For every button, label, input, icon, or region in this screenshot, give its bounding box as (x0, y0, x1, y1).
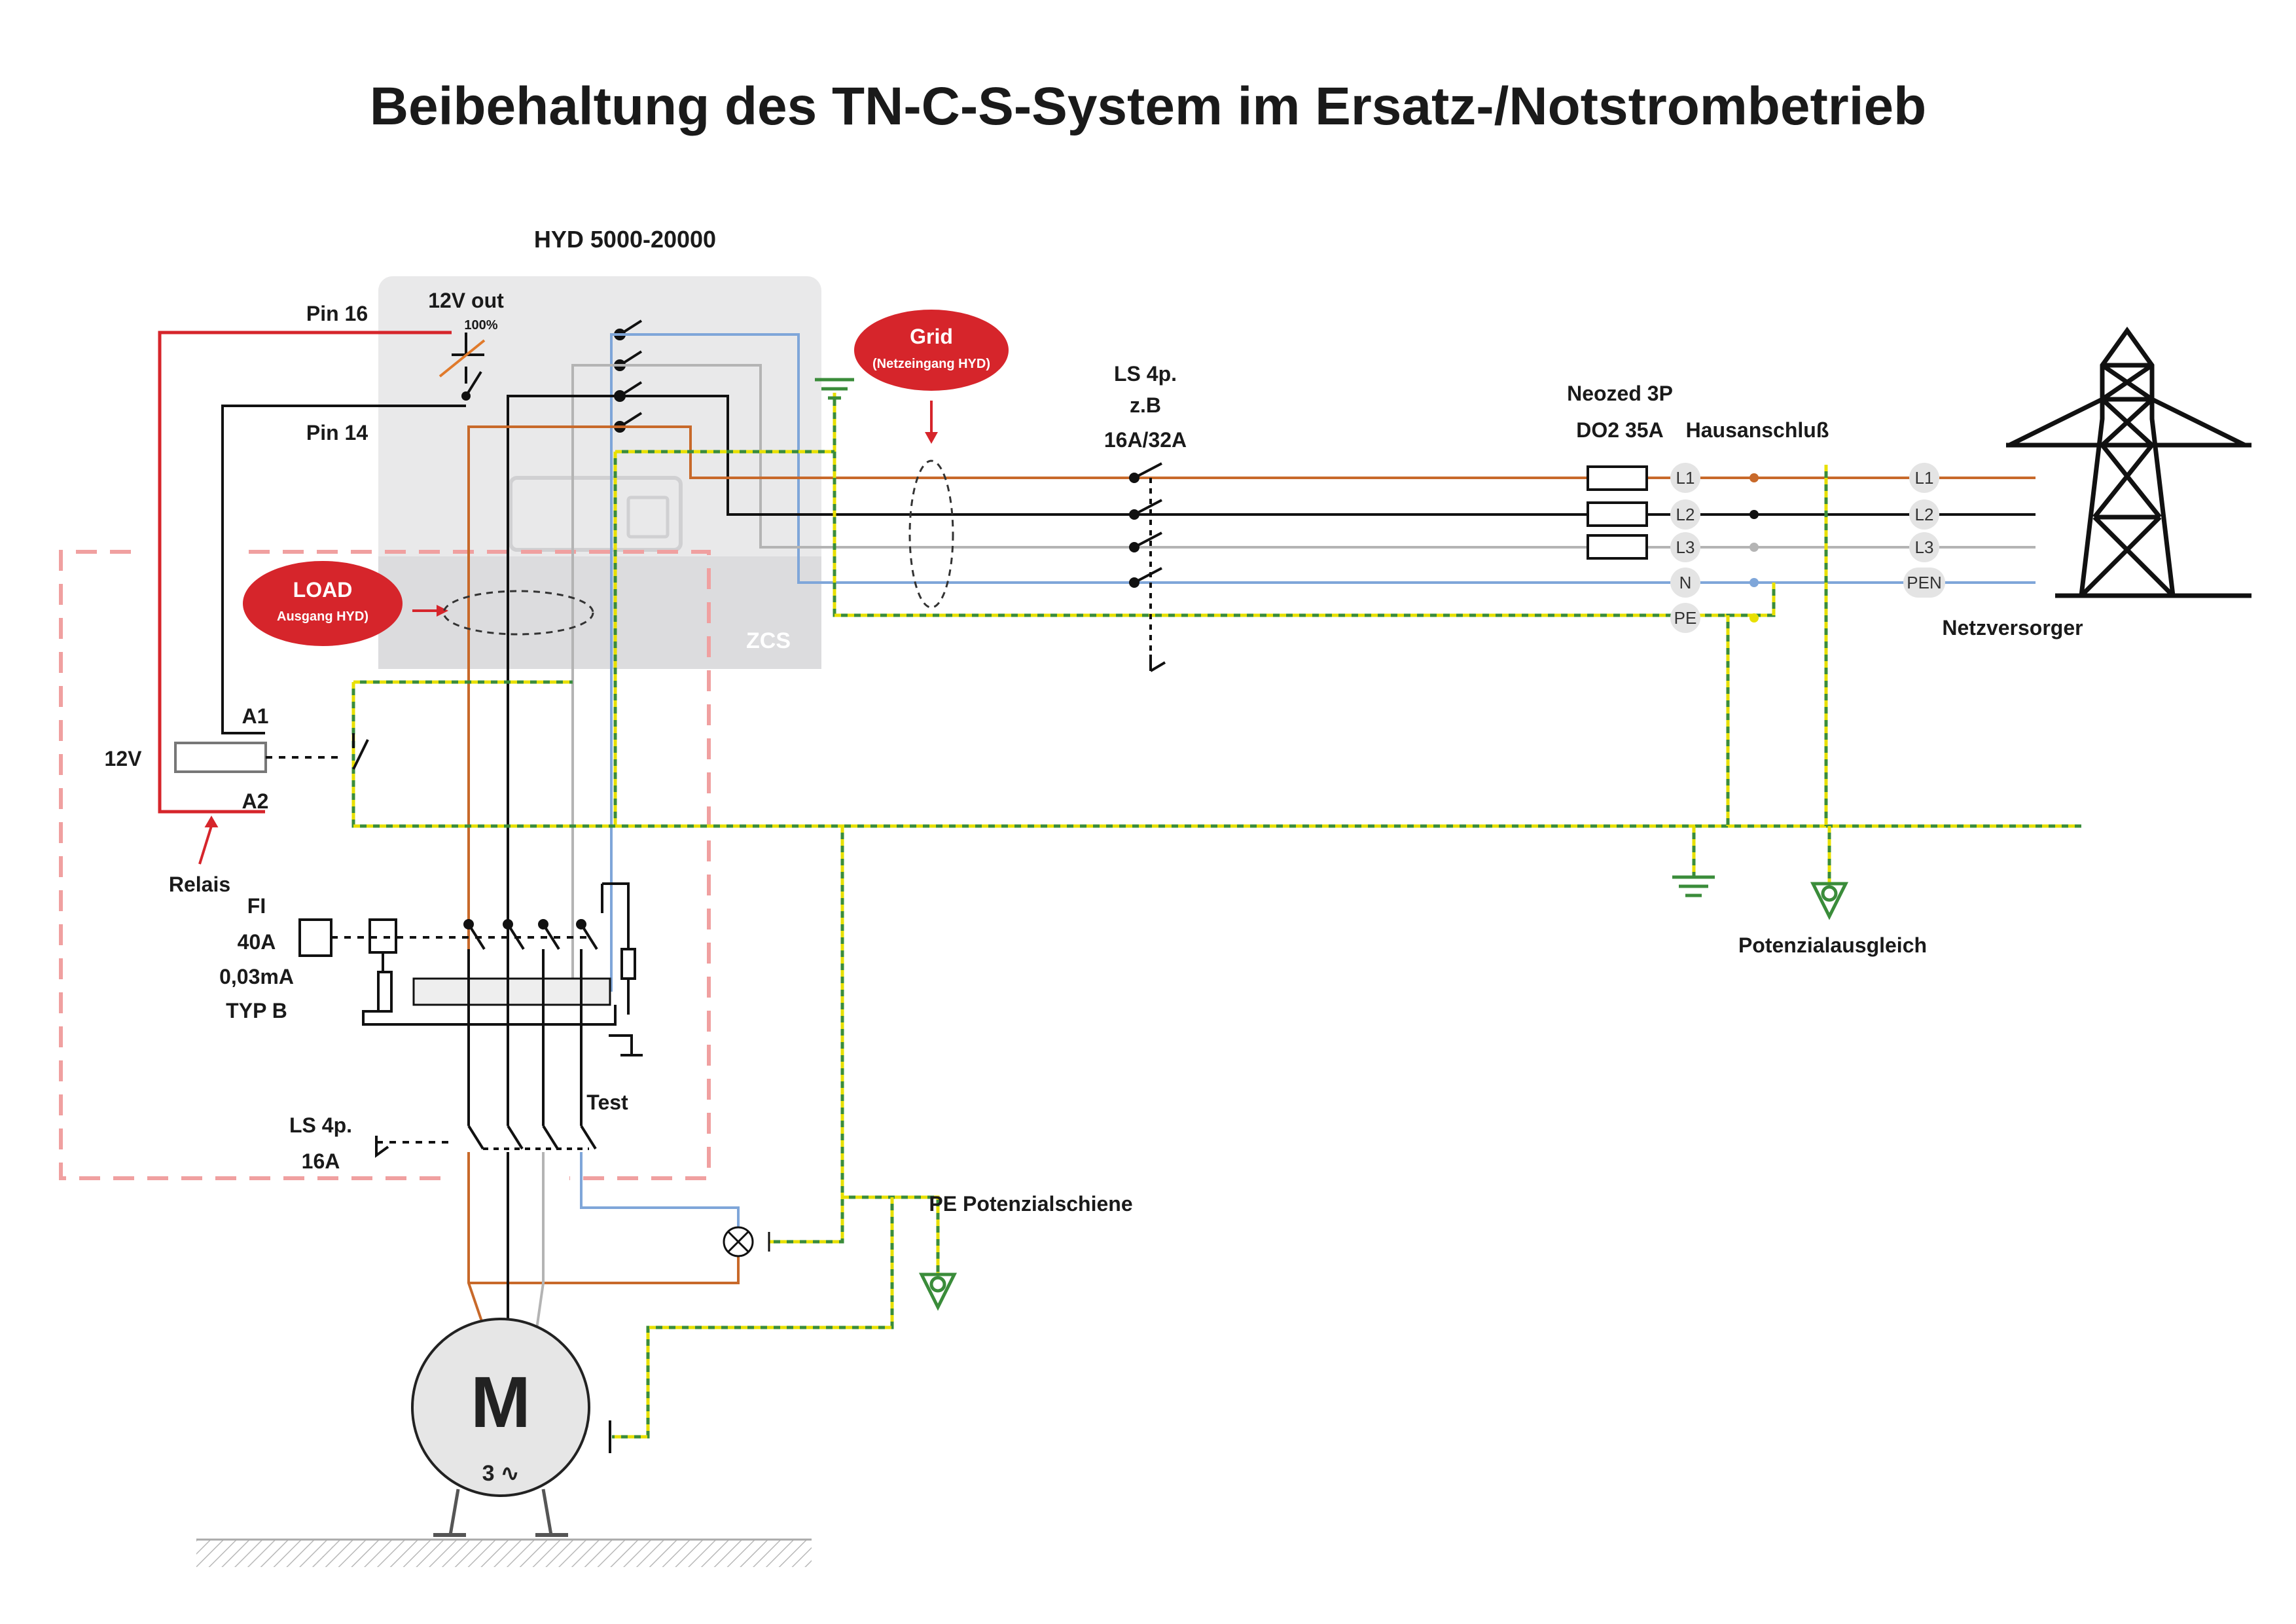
load-ls-breaker (375, 1125, 597, 1158)
inverter-model-label: HYD 5000-20000 (534, 226, 716, 253)
grid-bubble-sub: (Netzeingang HYD) (872, 357, 990, 371)
load-bubble (243, 561, 403, 646)
wire-l2 (507, 395, 2036, 992)
relay-name-label: Relais (169, 873, 230, 896)
inverter-out-label: 12V out (428, 289, 504, 312)
relay-coil (174, 742, 267, 773)
pin14-wire (221, 405, 466, 734)
grid-bubble (854, 310, 1009, 391)
grid-bubble-title: Grid (910, 325, 953, 348)
grid-terminal-pen: PEN (1907, 573, 1941, 592)
load-ls-label-1: LS 4p. (289, 1113, 352, 1137)
neozed-label-1: Neozed 3P (1567, 382, 1673, 405)
fi-switch (298, 882, 643, 1126)
house-terminal-l3: L3 (1676, 537, 1695, 557)
motor-letter: M (471, 1362, 531, 1443)
potenzialausgleich-label: Potenzialausgleich (1738, 933, 1927, 957)
load-cable-marker (442, 590, 594, 636)
relay-voltage-label: 12V (105, 747, 143, 770)
house-terminal-l1: L1 (1676, 468, 1695, 488)
pe-rail-icon (918, 1272, 958, 1311)
load-boundary-dashed (59, 550, 452, 1180)
fi-test-label: Test (586, 1091, 628, 1114)
inverter-ground-icon (815, 378, 854, 400)
pin14-label: Pin 14 (306, 421, 368, 444)
grid-terminals (1903, 463, 1945, 598)
pin16-wire (158, 331, 452, 814)
grid-terminal-l2: L2 (1915, 505, 1934, 524)
main-ls-label-3: 16A/32A (1104, 428, 1187, 452)
power-pylon-icon (2006, 326, 2251, 598)
house-terminal-n: N (1679, 573, 1692, 592)
wire-pe (351, 393, 2081, 1439)
main-ls-breaker (1129, 462, 1166, 672)
relay-a1-label: A1 (242, 704, 269, 728)
house-terminals (1670, 463, 1700, 633)
load-arrow-icon (437, 605, 448, 617)
page-title: Beibehaltung des TN-C-S-System im Ersatz… (370, 77, 1926, 136)
neozed-fuses (1587, 465, 1648, 560)
earth-ground-icon (1672, 875, 1715, 897)
potenzialausgleich-icon (1810, 882, 1849, 920)
main-ls-label-2: z.B (1130, 393, 1161, 417)
grid-cable-marker (908, 460, 954, 609)
relay-arrow-icon (198, 825, 213, 865)
grid-arrow-icon (925, 432, 938, 444)
main-ls-label-1: LS 4p. (1114, 362, 1177, 386)
fi-label-4: TYP B (226, 999, 287, 1022)
grid-terminal-l1: L1 (1915, 468, 1934, 488)
inverter-percent-label: 100% (464, 318, 497, 333)
fi-label-2: 40A (238, 930, 276, 954)
house-terminal-pe: PE (1674, 608, 1697, 628)
netzversorger-label: Netzversorger (1942, 616, 2083, 640)
pin16-label: Pin 16 (306, 302, 368, 325)
relay-a2-label: A2 (242, 789, 269, 813)
inverter-brand-logo: ZCS (746, 628, 791, 653)
indicator-lamp-icon (723, 1226, 770, 1257)
neozed-label-2: DO2 35A (1576, 418, 1663, 442)
house-terminal-l2: L2 (1676, 505, 1695, 524)
motor-phase-label: 3 ∿ (482, 1461, 520, 1486)
wire-l3 (571, 364, 2036, 992)
load-bubble-title: LOAD (293, 578, 353, 602)
hausanschluss-label: Hausanschluß (1686, 418, 1829, 442)
load-ls-label-2: 16A (302, 1149, 340, 1173)
fi-label-1: FI (247, 894, 266, 918)
motor (411, 1318, 611, 1537)
floor-hatch (196, 1540, 812, 1567)
wire-n (610, 333, 2036, 992)
grid-terminal-l3: L3 (1915, 537, 1934, 557)
load-bubble-sub: Ausgang HYD) (277, 609, 368, 624)
pe-rail-label: PE Potenzialschiene (929, 1192, 1132, 1216)
fi-label-3: 0,03mA (219, 965, 294, 988)
